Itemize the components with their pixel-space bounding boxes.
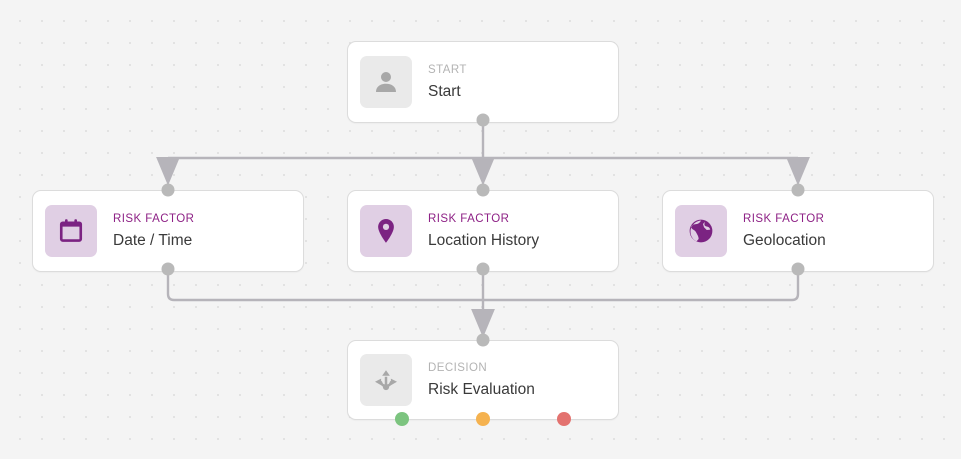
node-start-title: Start: [428, 82, 461, 100]
edge-geolocation-to-decision: [483, 268, 800, 302]
node-location-history[interactable]: RISK FACTOR Location History: [347, 190, 619, 272]
map-pin-icon: [360, 205, 412, 257]
port-risk-evaluation-output-red[interactable]: [557, 412, 571, 426]
port-risk-evaluation-output-amber[interactable]: [476, 412, 490, 426]
port-geolocation-output[interactable]: [791, 262, 805, 276]
node-risk-evaluation-text: DECISION Risk Evaluation: [428, 362, 535, 398]
port-risk-evaluation-input[interactable]: [476, 333, 490, 347]
port-start-output[interactable]: [476, 113, 490, 127]
port-geolocation-input[interactable]: [791, 183, 805, 197]
node-geolocation-text: RISK FACTOR Geolocation: [743, 213, 826, 249]
node-start-kind: START: [428, 64, 467, 76]
calendar-icon: [45, 205, 97, 257]
port-location-history-input[interactable]: [476, 183, 490, 197]
person-icon: [360, 56, 412, 108]
globe-icon: [675, 205, 727, 257]
node-geolocation-kind: RISK FACTOR: [743, 213, 825, 225]
node-risk-evaluation-title: Risk Evaluation: [428, 380, 535, 398]
port-location-history-output[interactable]: [476, 262, 490, 276]
node-date-time-kind: RISK FACTOR: [113, 213, 195, 225]
branch-split-icon: [360, 354, 412, 406]
node-risk-evaluation[interactable]: DECISION Risk Evaluation: [347, 340, 619, 420]
node-date-time-text: RISK FACTOR Date / Time: [113, 213, 195, 249]
port-date-time-input[interactable]: [161, 183, 175, 197]
node-start-text: START Start: [428, 64, 467, 100]
port-risk-evaluation-output-green[interactable]: [395, 412, 409, 426]
node-location-history-kind: RISK FACTOR: [428, 213, 510, 225]
node-geolocation[interactable]: RISK FACTOR Geolocation: [662, 190, 934, 272]
edge-date-time-to-decision: [166, 268, 483, 302]
port-date-time-output[interactable]: [161, 262, 175, 276]
node-location-history-title: Location History: [428, 231, 540, 249]
node-date-time[interactable]: RISK FACTOR Date / Time: [32, 190, 304, 272]
node-date-time-title: Date / Time: [113, 231, 193, 249]
node-location-history-text: RISK FACTOR Location History: [428, 213, 540, 249]
node-risk-evaluation-kind: DECISION: [428, 362, 488, 374]
node-start[interactable]: START Start: [347, 41, 619, 123]
node-geolocation-title: Geolocation: [743, 231, 826, 249]
